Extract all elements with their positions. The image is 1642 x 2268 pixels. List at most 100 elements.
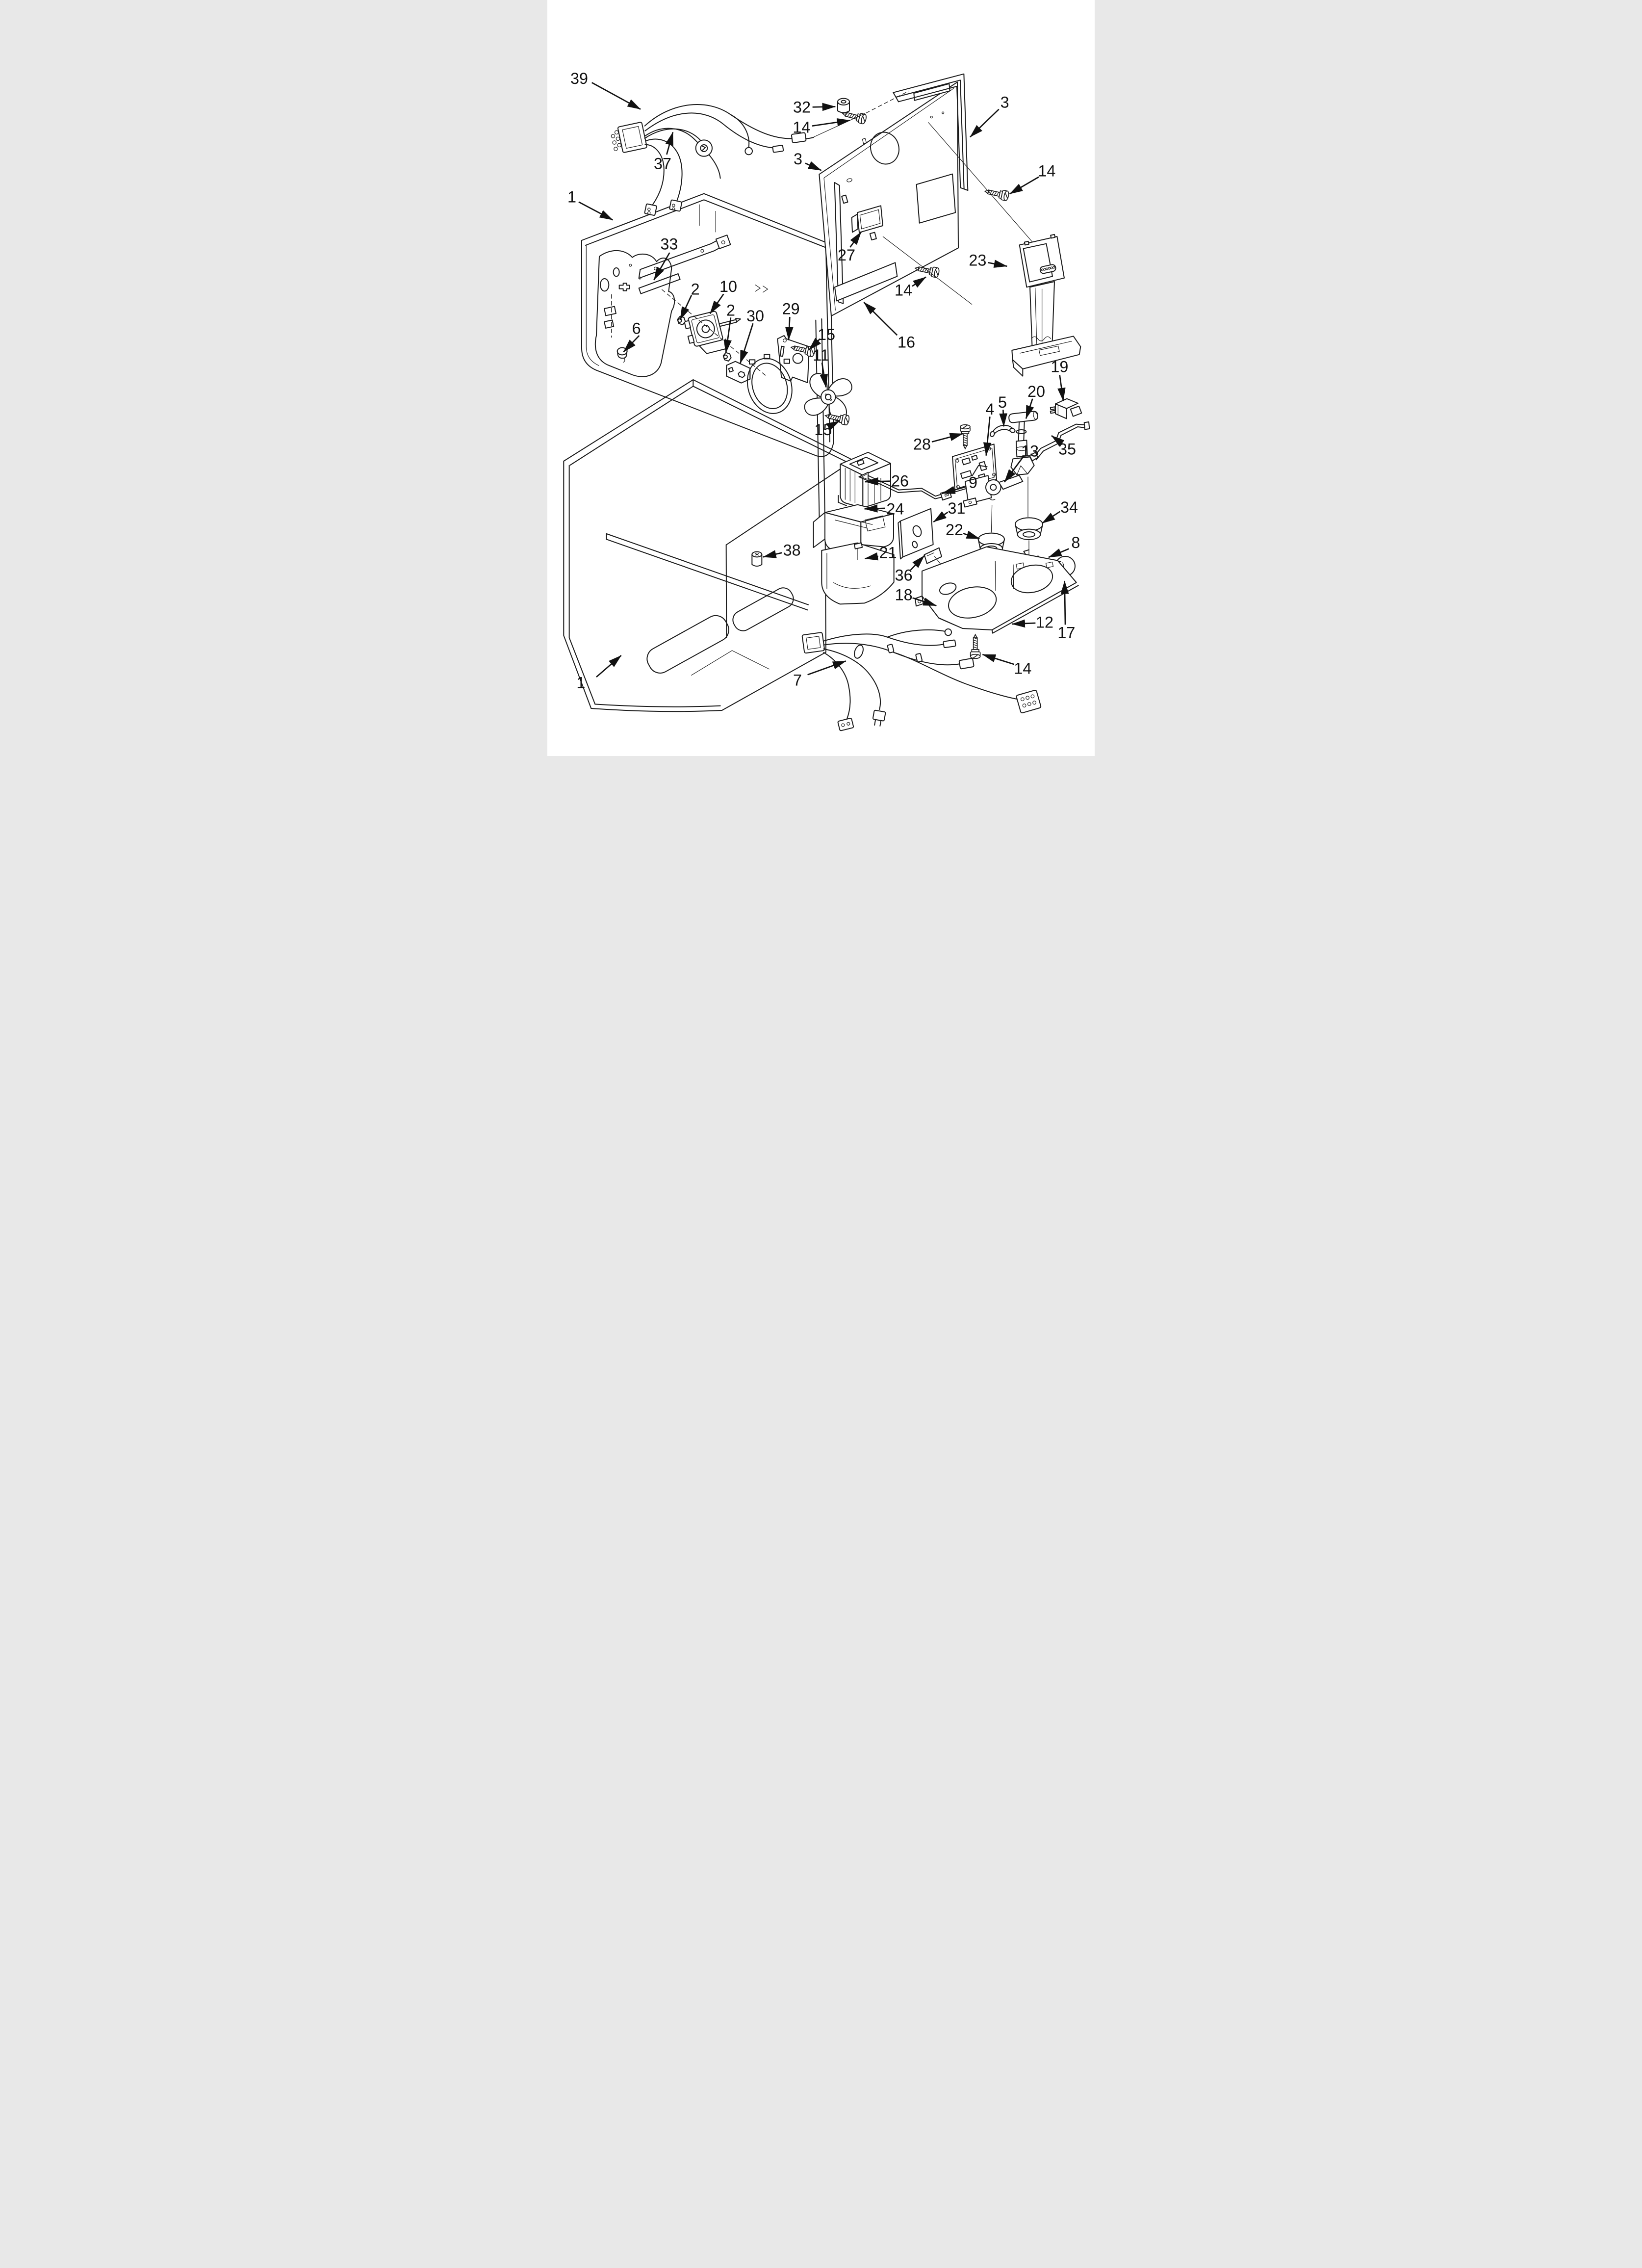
callout-leader-control-tower bbox=[988, 260, 1007, 268]
chevron-marks bbox=[755, 285, 769, 293]
part-28-board-screw bbox=[960, 424, 971, 449]
shroud-clips bbox=[749, 354, 790, 365]
callout-leader-evaporator-fan-motor bbox=[709, 293, 724, 314]
callout-label-cover-screw-left: 14 bbox=[793, 118, 810, 136]
callout-label-trim-ring-rear: 34 bbox=[1060, 498, 1078, 516]
callout-label-shelf-roller: 38 bbox=[783, 541, 801, 559]
callout-label-screw-upper: 15 bbox=[818, 326, 835, 343]
callout-label-light-console: 12 bbox=[1036, 614, 1053, 631]
callout-label-freezer-liner: 1 bbox=[567, 188, 576, 206]
callout-label-retainer-strap: 35 bbox=[1058, 440, 1076, 458]
part-26-air-damper bbox=[838, 452, 891, 509]
part-2-motor-nut-right bbox=[722, 352, 732, 362]
callout-leader-lamp-small bbox=[912, 597, 937, 606]
callout-label-board-screw: 28 bbox=[913, 436, 931, 453]
callout-label-cover-grille: 16 bbox=[898, 333, 915, 351]
callout-leader-retainer-strap bbox=[1051, 435, 1065, 447]
callout-leader-cover-trim-frame bbox=[970, 108, 1000, 138]
callout-leader-cover-screw-right bbox=[1009, 176, 1039, 195]
callout-label-motor-nut-left: 2 bbox=[691, 280, 700, 298]
callout-leader-cover-screw-center bbox=[912, 276, 926, 288]
part-33-support-bracket bbox=[638, 235, 731, 294]
callout-label-screw-lower: 15 bbox=[814, 421, 832, 439]
part-30-motor-bracket bbox=[726, 361, 751, 384]
callout-label-air-damper: 26 bbox=[891, 472, 909, 490]
callout-label-air-duct-lower: 21 bbox=[879, 544, 897, 562]
callout-label-wire-harness-upper: 39 bbox=[570, 70, 588, 87]
callout-leader-air-duct-upper bbox=[864, 504, 885, 513]
callout-leader-console-screw bbox=[982, 653, 1014, 665]
parts-diagram-canvas: 3937133621023029151115262845920193513342… bbox=[563, 70, 1090, 731]
part-11-fan-blade bbox=[804, 373, 852, 421]
callout-leader-motor-bracket bbox=[740, 323, 754, 364]
callout-leader-fan-blade bbox=[820, 363, 828, 388]
callout-label-defrost-switch: 19 bbox=[1051, 358, 1068, 375]
callout-label-thermostat: 13 bbox=[1021, 442, 1039, 460]
callout-leader-light-socket bbox=[1048, 548, 1069, 558]
part-24-air-duct-upper bbox=[813, 504, 894, 551]
callout-leader-cover-plate bbox=[933, 511, 949, 523]
callout-leader-screw-upper bbox=[808, 338, 821, 351]
callout-leader-motor-nut-left bbox=[679, 295, 693, 320]
part-14-console-screw bbox=[970, 634, 981, 659]
part-3-evaporator-cover bbox=[819, 81, 959, 316]
callout-label-grommet: 6 bbox=[632, 319, 641, 337]
callout-leader-trim-ring-front bbox=[963, 530, 980, 540]
part-12-light-console bbox=[915, 546, 1079, 634]
callout-label-trim-ring-front: 22 bbox=[946, 521, 963, 539]
callout-leader-light-console bbox=[1011, 619, 1036, 628]
callout-leader-air-duct-lower bbox=[864, 552, 879, 561]
callout-label-label-patch: 36 bbox=[895, 567, 913, 584]
callout-label-evaporator-fan-motor: 10 bbox=[719, 278, 737, 295]
part-14-cover-screw-left bbox=[841, 108, 868, 125]
part-23-control-tower bbox=[1011, 234, 1081, 377]
callout-leader-shelf-roller bbox=[763, 550, 782, 558]
part-29-shroud-bracket bbox=[777, 335, 810, 383]
part-14-cover-screw-right bbox=[983, 186, 1010, 202]
callout-label-light-bulb: 17 bbox=[1057, 624, 1075, 641]
callout-label-drain-hose: 5 bbox=[998, 393, 1007, 411]
part-1-food-liner bbox=[563, 379, 856, 712]
callout-leader-evaporator-cover bbox=[805, 161, 822, 171]
callout-label-air-duct-upper: 24 bbox=[886, 500, 904, 518]
callout-label-harness-socket: 37 bbox=[654, 155, 671, 172]
axis-13-22 bbox=[991, 505, 993, 533]
callout-leader-cover-grille bbox=[863, 302, 898, 336]
explode-axis-top-dashed bbox=[866, 90, 909, 114]
callout-label-wire-harness-lower: 7 bbox=[793, 672, 802, 689]
callout-label-motor-bracket: 30 bbox=[746, 307, 764, 325]
part-38-shelf-roller bbox=[751, 551, 763, 567]
callout-label-damper-door: 27 bbox=[838, 246, 855, 264]
callout-leader-ground-strap bbox=[942, 486, 967, 495]
callout-label-console-screw: 14 bbox=[1014, 660, 1031, 678]
callout-leader-motor-nut-right bbox=[723, 317, 732, 353]
callout-label-cover-screw-center: 14 bbox=[895, 281, 912, 299]
explode-axis-right bbox=[928, 122, 1052, 264]
callout-leader-harness-socket bbox=[665, 131, 674, 155]
part-10-evaporator-fan-motor bbox=[684, 311, 742, 354]
callout-leader-damper-door bbox=[849, 231, 862, 248]
callout-label-control-tower: 23 bbox=[969, 252, 986, 269]
callout-leader-freezer-liner bbox=[578, 201, 613, 221]
callout-label-motor-nut-right: 2 bbox=[726, 301, 735, 319]
callout-leader-board-screw bbox=[931, 433, 963, 443]
callout-leader-shroud-bracket bbox=[785, 316, 794, 340]
explode-axis-top bbox=[811, 113, 865, 139]
explode-axis-dashed bbox=[661, 289, 767, 377]
callout-leader-screw-lower bbox=[826, 420, 840, 431]
callout-label-control-shaft: 20 bbox=[1027, 383, 1045, 400]
part-3-cover-trim-frame bbox=[893, 73, 969, 191]
callout-label-fan-blade: 11 bbox=[813, 346, 829, 364]
callout-leader-spacer bbox=[812, 103, 836, 111]
part-13-thermostat bbox=[963, 465, 1024, 508]
callout-label-evaporator-cover: 3 bbox=[794, 150, 802, 168]
callout-label-lamp-small: 18 bbox=[895, 586, 913, 604]
callout-label-ground-strap: 9 bbox=[969, 473, 977, 491]
explode-axis-center bbox=[882, 236, 973, 305]
callout-leader-grommet bbox=[623, 335, 640, 353]
callout-label-cover-plate: 31 bbox=[948, 499, 965, 517]
part-7-wire-harness-lower bbox=[801, 628, 1042, 731]
part-31-cover-plate bbox=[898, 508, 934, 560]
part-fan-shroud-ring bbox=[746, 358, 793, 414]
